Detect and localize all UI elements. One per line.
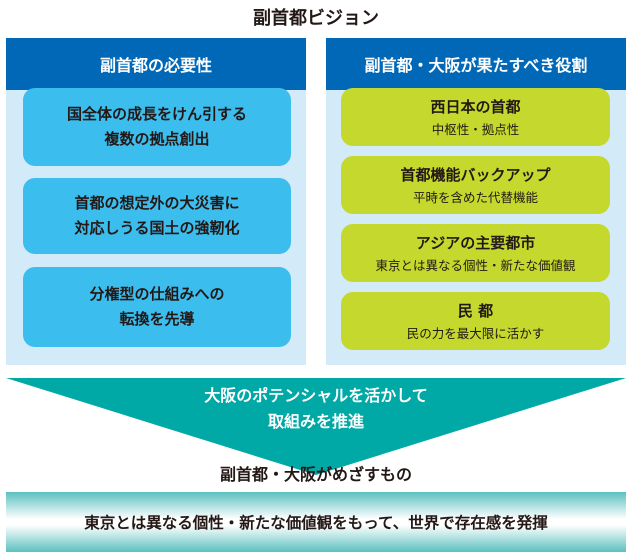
role-sub: 中枢性・拠点性: [431, 122, 520, 137]
necessity-item: 国全体の成長をけん引する複数の拠点創出: [23, 88, 291, 166]
diagram-title: 副首都ビジョン: [253, 8, 379, 29]
down-arrow: 大阪のポテンシャルを活かして取組みを推進: [6, 378, 626, 476]
arrow-shape: [6, 378, 626, 475]
role-sub: 平時を含めた代替機能: [412, 190, 538, 205]
item-line: 首都の想定外の大災害に: [74, 194, 240, 213]
role-main: 首都機能バックアップ: [400, 166, 551, 184]
item-line: 分権型の仕組みへの: [89, 285, 225, 304]
item-line: 複数の拠点創出: [104, 130, 210, 148]
arrow-line: 大阪のポテンシャルを活かして: [204, 386, 428, 405]
necessity-item: 首都の想定外の大災害に対応しうる国土の強靭化: [23, 178, 291, 254]
role-sub: 東京とは異なる個性・新たな価値観: [375, 258, 576, 273]
item-line: 対応しうる国土の強靭化: [74, 219, 240, 237]
role-item: 民 都民の力を最大限に活かす: [341, 292, 610, 350]
role-main: アジアの主要都市: [415, 234, 536, 252]
goal-bar: 東京とは異なる個性・新たな価値観をもって、世界で存在感を発揮: [6, 492, 626, 552]
role-header: 副首都・大阪が果たすべき役割: [326, 38, 626, 90]
item-line: 国全体の成長をけん引する: [66, 105, 247, 124]
necessity-header: 副首都の必要性: [6, 38, 306, 90]
role-item: アジアの主要都市東京とは異なる個性・新たな価値観: [341, 224, 610, 282]
role-main: 西日本の首都: [430, 98, 521, 116]
role-sub: 民の力を最大限に活かす: [406, 326, 545, 341]
role-item: 西日本の首都中枢性・拠点性: [341, 88, 610, 146]
role-main: 民 都: [457, 302, 494, 320]
role-item: 首都機能バックアップ平時を含めた代替機能: [341, 156, 610, 214]
arrow-line: 取組みを推進: [267, 412, 364, 432]
necessity-item: 分権型の仕組みへの転換を先導: [23, 267, 291, 347]
necessity-panel: 副首都の必要性 国全体の成長をけん引する複数の拠点創出 首都の想定外の大災害に対…: [6, 38, 306, 365]
goal-label: 副首都・大阪がめざすもの: [219, 465, 412, 484]
item-line: 転換を先導: [119, 310, 195, 328]
goal-text: 東京とは異なる個性・新たな価値観をもって、世界で存在感を発揮: [84, 514, 548, 532]
role-panel: 副首都・大阪が果たすべき役割 西日本の首都中枢性・拠点性 首都機能バックアップ平…: [326, 38, 626, 365]
